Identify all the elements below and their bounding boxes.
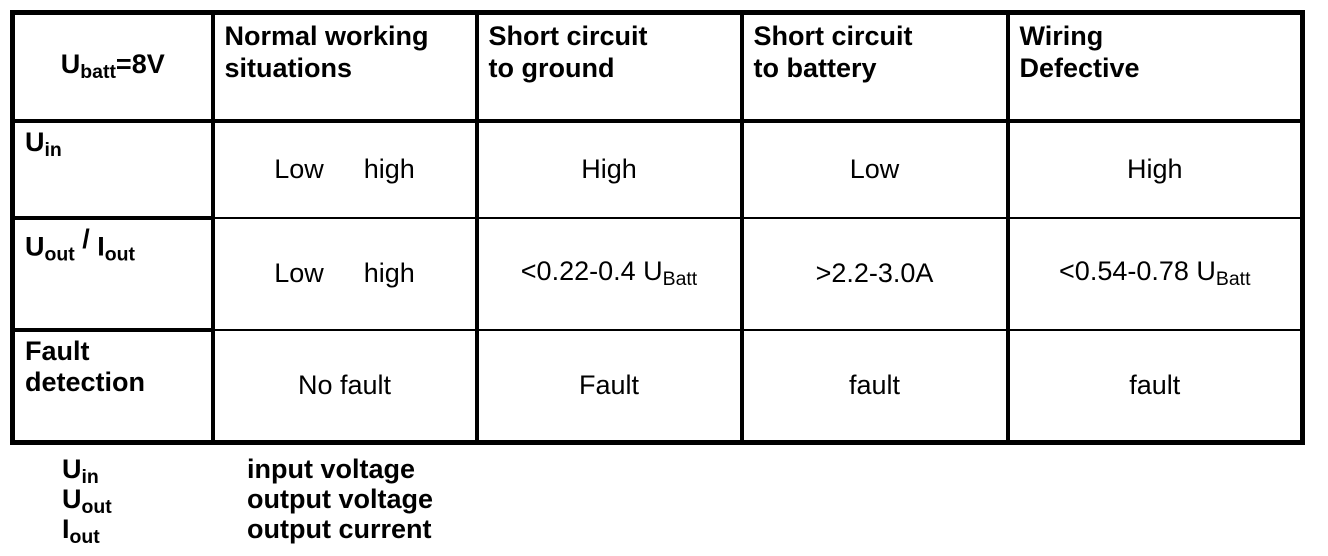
- table-row-fault-detection: Fault detection No fault Fault fault fau…: [10, 327, 1305, 445]
- header-line: to ground: [488, 52, 615, 83]
- symbol-subscript: in: [81, 465, 99, 488]
- cell-fault-wiring-defective: fault: [1005, 328, 1305, 444]
- header-line: Short circuit: [488, 21, 648, 51]
- symbol-subscript: out: [69, 525, 100, 548]
- cell-uout-short-ground: <0.22-0.4 UBatt: [474, 216, 744, 331]
- legend-item-uin: Uin input voltage: [62, 454, 1328, 488]
- col-header-normal-working: Normal working situations: [210, 12, 479, 123]
- pair-right: high: [363, 154, 415, 184]
- fault-condition-table: Ubatt=8V Normal working situations Short…: [10, 10, 1305, 445]
- low-high-pair: Low high: [274, 154, 415, 185]
- row-label-uin: Uin: [10, 118, 215, 220]
- symbol-base: I: [62, 514, 70, 544]
- cell-value: Low: [849, 154, 900, 184]
- slash-separator: /: [74, 223, 98, 254]
- cell-fault-normal: No fault: [210, 328, 479, 444]
- symbol-base: U: [62, 454, 82, 484]
- cell-value: High: [581, 154, 637, 184]
- cell-value: fault: [848, 369, 901, 400]
- col-header-wiring-defective: Wiring Defective: [1005, 12, 1305, 123]
- uin-base: U: [25, 126, 45, 157]
- pair-right: high: [363, 258, 415, 288]
- cell-value: <0.54-0.78 U: [1059, 256, 1216, 287]
- cell-uout-normal: Low high: [210, 216, 479, 331]
- col-header-short-to-battery: Short circuit to battery: [739, 12, 1010, 123]
- cell-value: >2.2-3.0A: [815, 258, 934, 288]
- uout-base: U: [25, 231, 45, 262]
- header-row: Ubatt=8V Normal working situations Short…: [10, 12, 1305, 123]
- legend-item-iout: Iout output current: [62, 514, 1328, 548]
- row-label-fault-detection: Fault detection: [10, 327, 215, 445]
- header-line: Wiring: [1019, 21, 1104, 51]
- legend-symbol: Iout: [62, 515, 247, 551]
- legend-symbol: Uout: [62, 485, 247, 521]
- legend-description: output voltage: [247, 484, 433, 514]
- label-line: Fault: [25, 335, 90, 366]
- table-row-uout-iout: Uout / Iout Low high <0.22-0.4 UBatt >2.…: [10, 215, 1305, 332]
- ubatt-subscript: batt: [80, 61, 116, 84]
- cell-uout-short-battery: >2.2-3.0A: [739, 216, 1010, 331]
- cell-value: No fault: [297, 369, 392, 400]
- cell-value: fault: [1129, 369, 1181, 400]
- cell-uin-short-battery: Low: [739, 119, 1010, 219]
- legend-symbol: Uin: [62, 455, 247, 491]
- uin-subscript: in: [44, 138, 62, 161]
- ubatt-base: U: [60, 49, 81, 80]
- legend-description: input voltage: [247, 454, 415, 484]
- cell-value: Fault: [578, 369, 640, 400]
- header-line: Short circuit: [753, 21, 913, 51]
- ubatt-value: =8V: [115, 49, 165, 80]
- cell-fault-short-ground: Fault: [474, 328, 744, 444]
- table-row-uin: Uin Low high High Low High: [10, 118, 1305, 220]
- header-line: Normal working: [224, 21, 429, 51]
- header-line: Defective: [1019, 52, 1140, 83]
- symbol-subscript: out: [81, 495, 112, 518]
- row-label-uout-iout: Uout / Iout: [10, 215, 215, 332]
- legend-description: output current: [247, 514, 432, 544]
- cell-uin-short-ground: High: [474, 119, 744, 219]
- uout-subscript: out: [44, 242, 75, 265]
- ubatt-subscript: Batt: [662, 267, 698, 290]
- iout-base: I: [97, 231, 105, 262]
- label-line: detection: [25, 367, 146, 398]
- header-line: to battery: [753, 52, 877, 83]
- cell-uout-wiring-defective: <0.54-0.78 UBatt: [1005, 216, 1305, 331]
- cell-value: <0.22-0.4 U: [520, 256, 663, 287]
- legend: Uin input voltage Uout output voltage Io…: [62, 454, 1328, 548]
- cell-uin-normal: Low high: [210, 119, 479, 219]
- cell-uin-wiring-defective: High: [1005, 119, 1305, 219]
- low-high-pair: Low high: [274, 258, 415, 289]
- symbol-base: U: [62, 484, 82, 514]
- iout-subscript: out: [104, 242, 135, 265]
- corner-cell-ubatt: Ubatt=8V: [10, 12, 215, 123]
- pair-left: Low: [274, 154, 324, 184]
- ubatt-subscript: Batt: [1215, 267, 1251, 290]
- legend-item-uout: Uout output voltage: [62, 484, 1328, 518]
- col-header-short-to-ground: Short circuit to ground: [474, 12, 744, 123]
- cell-value: High: [1126, 154, 1183, 184]
- cell-fault-short-battery: fault: [739, 328, 1010, 444]
- header-line: situations: [224, 52, 353, 83]
- pair-left: Low: [274, 258, 324, 288]
